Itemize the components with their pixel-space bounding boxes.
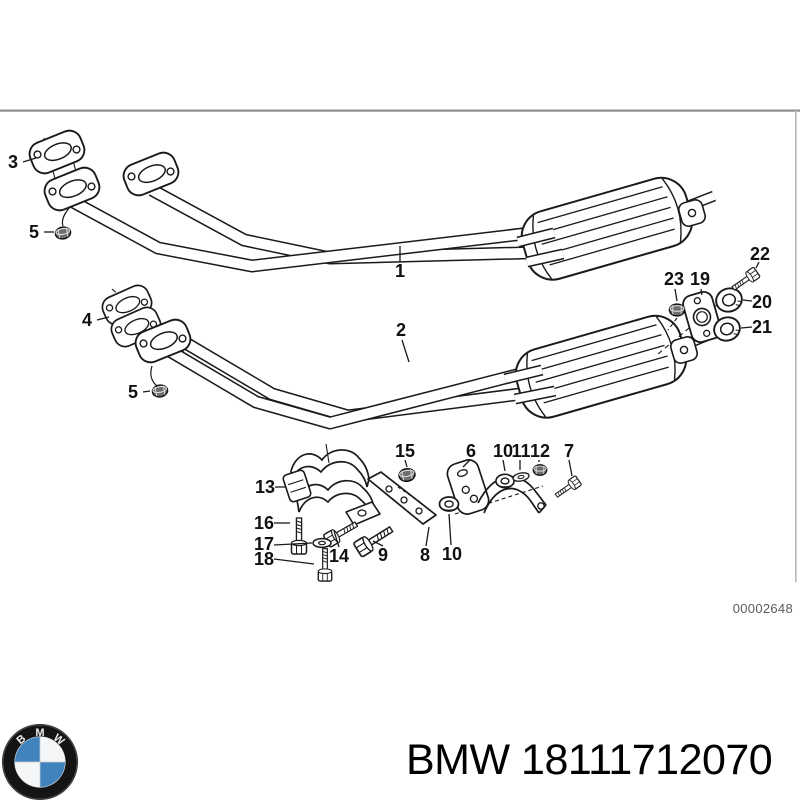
hanger-group xyxy=(438,459,583,515)
bmw-logo-quadrant-bl xyxy=(15,762,40,787)
hex-bolt-18 xyxy=(317,548,333,582)
top-divider-line xyxy=(0,109,800,112)
brand-text: BMW xyxy=(406,736,510,784)
leader-lines xyxy=(22,157,760,565)
washer-17 xyxy=(312,537,332,549)
bmw-logo: B M W xyxy=(2,724,78,800)
flange-nut-5-upper xyxy=(53,225,73,241)
right-border-line xyxy=(795,110,797,582)
hex-nut-23 xyxy=(668,303,686,317)
rubber-bushing-10-upper xyxy=(495,473,515,489)
washer-11 xyxy=(511,470,531,484)
manifold-flange-rear xyxy=(119,148,183,200)
bmw-logo-quadrant-br xyxy=(40,762,65,787)
page-frame xyxy=(0,109,800,582)
part-number-text: 18111712070 xyxy=(521,736,773,784)
bmw-logo-quadrant-tl xyxy=(15,737,40,762)
mounting-bracket-group xyxy=(282,443,437,582)
bmw-logo-letter-m: M xyxy=(35,727,44,739)
exhaust-flange-19 xyxy=(682,291,722,343)
part-title: BMW 18111712070 xyxy=(406,736,773,785)
rubber-bushing-10-lower xyxy=(438,496,460,512)
hex-bolt-7 xyxy=(552,474,583,501)
flange-hardware-group xyxy=(657,266,761,355)
hex-bolt-9 xyxy=(352,521,397,559)
pipe-clamp-13 xyxy=(282,449,375,518)
hex-bolt-16 xyxy=(290,517,308,555)
front-muffler-upper xyxy=(516,176,716,281)
flange-nut-5-lower xyxy=(150,383,170,399)
exhaust-hanger-6 xyxy=(446,459,547,515)
muffler-mount-tab-lower xyxy=(670,336,698,364)
hex-nut-15 xyxy=(397,466,417,484)
downpipe-assembly-2 xyxy=(97,280,553,430)
clamp-plate-14 xyxy=(345,501,381,526)
bmw-logo-quadrant-tr xyxy=(40,737,65,762)
muffler-mount-tab-upper xyxy=(678,199,706,227)
downpipe-assembly-1 xyxy=(25,126,559,273)
support-bracket-8 xyxy=(367,471,437,525)
sealing-ring-20 xyxy=(712,284,746,316)
hex-nut-12 xyxy=(532,464,548,476)
doc-number: 00002648 xyxy=(732,601,793,616)
front-muffler-lower xyxy=(503,314,709,419)
hex-bolt-22 xyxy=(729,266,761,294)
